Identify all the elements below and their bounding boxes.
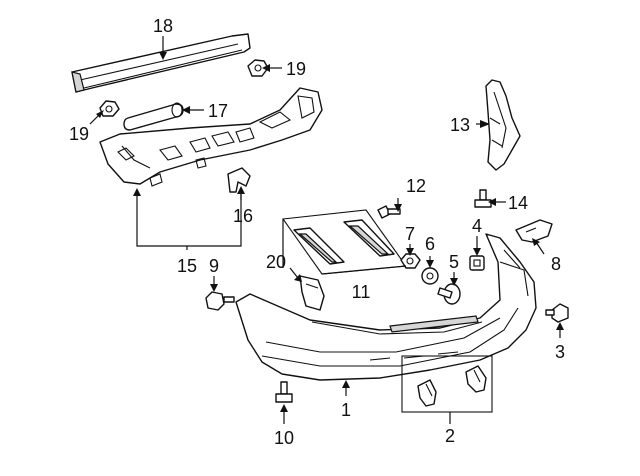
part-14-bolt — [474, 189, 492, 208]
callout-12: 12 — [406, 176, 426, 196]
part-8-side-bracket — [515, 219, 553, 243]
callout-2: 2 — [445, 426, 455, 446]
part-13-side-retainer — [485, 79, 521, 171]
part-11-brackets — [282, 209, 408, 275]
part-12-screw — [377, 205, 401, 219]
callout-numbers: 18 19 19 17 16 15 9 20 11 13 12 14 7 6 4… — [69, 16, 565, 448]
part-4-clip — [469, 255, 485, 271]
part-18-reinforcement — [71, 33, 251, 93]
callout-13: 13 — [450, 115, 470, 135]
callout-4: 4 — [472, 216, 482, 236]
part-1-bumper-cover — [235, 233, 537, 381]
part-16-bracket — [227, 167, 251, 193]
part-15-support — [99, 87, 323, 187]
callout-6: 6 — [425, 234, 435, 254]
part-2-clips — [401, 355, 493, 413]
callout-1: 1 — [341, 400, 351, 420]
part-10-bolt — [275, 381, 293, 403]
callout-19-right: 19 — [286, 59, 306, 79]
part-7-nut — [400, 253, 421, 269]
callout-15: 15 — [177, 256, 197, 276]
part-17-absorber — [123, 102, 184, 131]
part-6-washer — [421, 267, 439, 285]
callout-9: 9 — [209, 256, 219, 276]
callout-11: 11 — [352, 282, 371, 302]
callout-17: 17 — [208, 101, 228, 121]
part-20-plate — [299, 275, 325, 311]
callout-11-bracket — [282, 219, 407, 275]
callout-15-bracket — [136, 192, 242, 250]
callout-3: 3 — [555, 342, 565, 362]
callout-8: 8 — [551, 254, 561, 274]
callout-5: 5 — [449, 252, 459, 272]
part-19-nut-left — [99, 100, 120, 117]
leader-lines — [89, 36, 564, 424]
callout-20: 20 — [266, 252, 286, 272]
part-3-screw — [545, 303, 569, 323]
callout-14: 14 — [508, 193, 528, 213]
callout-18: 18 — [153, 16, 173, 36]
callout-7: 7 — [405, 224, 415, 244]
callout-19-left: 19 — [69, 124, 89, 144]
callout-10: 10 — [274, 428, 294, 448]
part-9-bolt — [205, 291, 235, 311]
callout-16: 16 — [233, 206, 253, 226]
part-5-retainer — [437, 283, 461, 305]
